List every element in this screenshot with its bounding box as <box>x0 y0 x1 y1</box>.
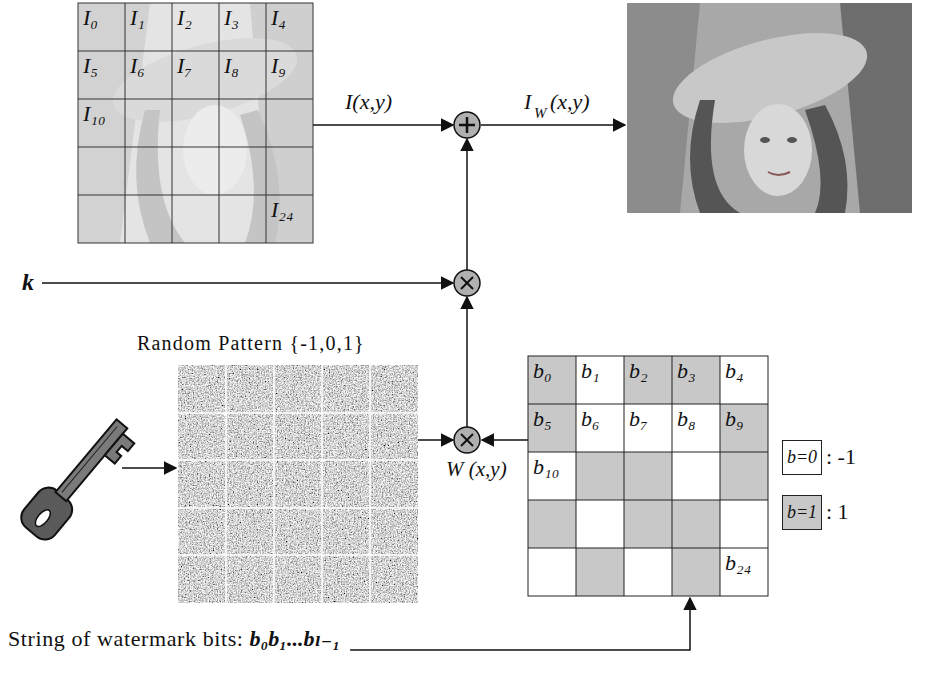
image-block-grid <box>78 3 313 243</box>
grid-cell: I₂₄ <box>266 195 313 243</box>
cell-label: b₆ <box>576 404 600 431</box>
legend-value: : -1 <box>826 444 856 470</box>
cell-label: I₇ <box>172 51 192 78</box>
grid-cell: I₁₀ <box>78 99 125 147</box>
grid-cell: I₇ <box>172 51 219 99</box>
grid-cell: b₉ <box>720 404 768 452</box>
cell-label: b₁ <box>576 356 600 383</box>
cell-label: b₀ <box>528 356 552 383</box>
grid-cell: b₅ <box>528 404 576 452</box>
multiplier-symbol <box>454 427 480 453</box>
gain-factor: k <box>22 269 34 295</box>
cell-label: I₃ <box>219 3 239 30</box>
cell-label: b₁₀ <box>528 452 559 479</box>
grid-cell: I₈ <box>219 51 266 99</box>
legend-text: b=1 <box>787 502 817 523</box>
legend-value: : 1 <box>826 499 849 525</box>
grid-cell: b₂₄ <box>720 548 768 596</box>
multiplier-symbol <box>454 270 480 296</box>
cell-label: I₁ <box>125 3 145 30</box>
cell-label: b₄ <box>720 356 744 383</box>
grid-cell: I₃ <box>219 3 266 51</box>
bit-string-caption: String of watermark bits: <box>8 626 244 652</box>
legend-swatch: b=0 <box>782 440 822 475</box>
cell-label: I₈ <box>219 51 239 78</box>
grid-cell: b₂ <box>624 356 672 404</box>
grid-cell: I₅ <box>78 51 125 99</box>
cell-label: I₄ <box>266 3 286 30</box>
cell-label: b₇ <box>624 404 648 431</box>
cell-label: I₆ <box>125 51 145 78</box>
grid-cell: b₆ <box>576 404 624 452</box>
cell-label: b₂ <box>624 356 648 383</box>
watermark-bit-grid <box>528 356 768 596</box>
grid-cell: b₀ <box>528 356 576 404</box>
grid-cell: b₈ <box>672 404 720 452</box>
signal-name: I(x,y) <box>345 89 392 115</box>
cell-label: I₁₀ <box>78 99 106 126</box>
legend-text: b=0 <box>787 447 817 468</box>
bit-string: b₀b₁...bₗ₋₁ <box>250 626 341 652</box>
watermarked-image <box>627 3 912 213</box>
grid-cell: b₃ <box>672 356 720 404</box>
grid-cell: I₂ <box>172 3 219 51</box>
cell-label: I₂ <box>172 3 192 30</box>
cell-label: b₃ <box>672 356 696 383</box>
cell-label: I₅ <box>78 51 98 78</box>
grid-cell: b₄ <box>720 356 768 404</box>
key-icon <box>16 411 139 546</box>
signal-name: (x,y) <box>550 89 590 115</box>
cell-label: b₅ <box>528 404 552 431</box>
adder-symbol <box>454 112 480 138</box>
cell-label: b₉ <box>720 404 744 431</box>
signal-subscript: W <box>534 100 547 126</box>
cell-label: I₂₄ <box>266 195 294 222</box>
cell-label: I₀ <box>78 3 98 30</box>
random-pattern <box>178 365 418 603</box>
cell-label: b₈ <box>672 404 696 431</box>
grid-cell: I₄ <box>266 3 313 51</box>
signal-name: I <box>524 89 531 115</box>
legend-swatch: b=1 <box>782 495 822 530</box>
grid-cell: I₆ <box>125 51 172 99</box>
pattern-title: Random Pattern {-1,0,1} <box>137 330 365 356</box>
input-image <box>78 3 313 243</box>
grid-cell: I₁ <box>125 3 172 51</box>
signal-name: W (x,y) <box>446 456 507 482</box>
signal-wires <box>42 125 690 650</box>
grid-cell: b₇ <box>624 404 672 452</box>
cell-label: b₂₄ <box>720 548 751 575</box>
cell-label: I₉ <box>266 51 286 78</box>
grid-cell: I₉ <box>266 51 313 99</box>
grid-cell: b₁ <box>576 356 624 404</box>
grid-cell: I₀ <box>78 3 125 51</box>
grid-cell: b₁₀ <box>528 452 576 500</box>
